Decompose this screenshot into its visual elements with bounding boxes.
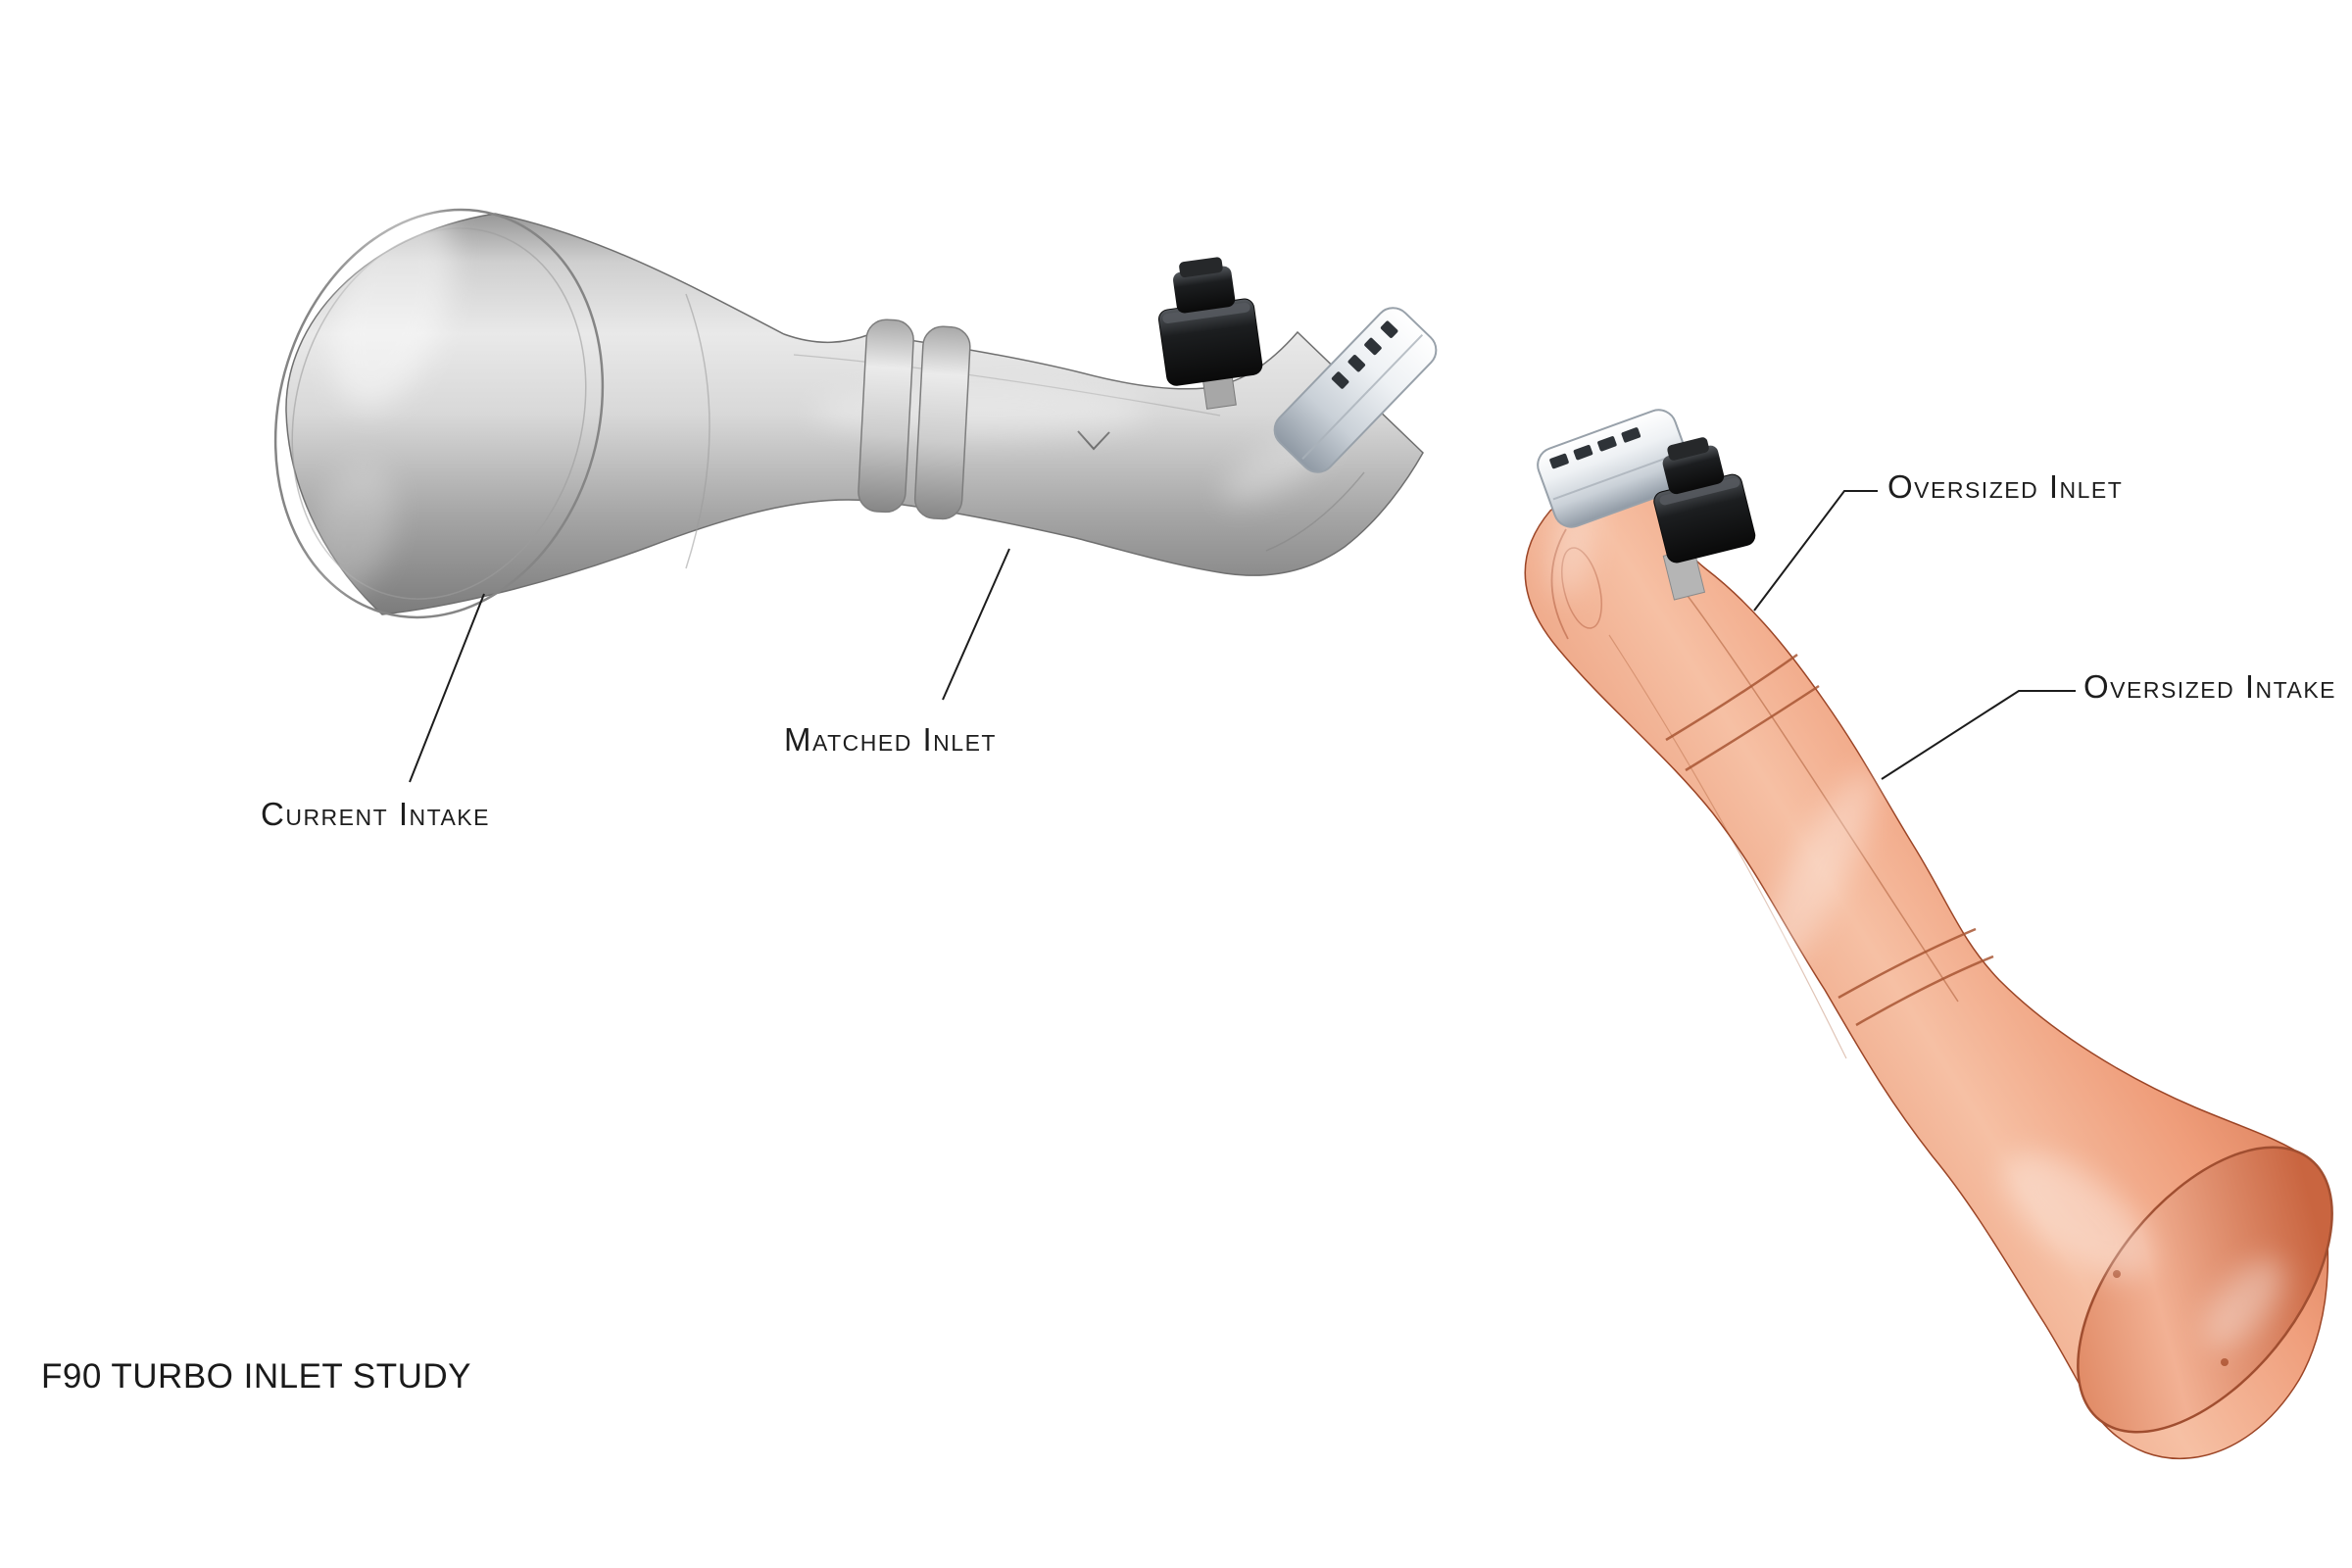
tube-tangent-line [1675,579,1959,1003]
leader-current-intake [409,593,485,783]
sensor-fitting-oversized [1653,437,1756,601]
sensor-cap [1173,266,1236,314]
label-oversized-intake: Oversized Intake [2083,668,2337,705]
callout-leader-lines [409,490,2076,783]
bell-highlight [2003,1152,2152,1278]
funnel-highlight-lower [311,462,395,597]
current-intake-bellmouth-rim [273,208,605,619]
bell-dimple [2221,1358,2229,1366]
leader-matched-inlet [942,548,1010,701]
leader-oversized-intake [1881,690,2076,780]
funnel-highlight [330,200,454,408]
funnel-contour-line [685,293,710,569]
label-current-intake: Current Intake [261,796,490,832]
elbow-seam-line [1265,471,1365,552]
sensor-cap-top [1179,257,1223,278]
oversized-intake-pipe [1524,409,2333,1460]
chrome-coupler-current [1273,307,1438,473]
current-intake-bellmouth-bore [291,227,587,600]
tube-tangent-line [793,354,1221,416]
tube-tangent-line [1608,634,1847,1059]
label-oversized-inlet: Oversized Inlet [1887,468,2124,505]
bell-face-highlight [2204,1258,2284,1348]
clamp-ring-current [858,318,971,520]
figure-title: F90 TURBO INLET STUDY [41,1357,472,1396]
sensor-fitting-current [1157,257,1263,410]
sensor-body-highlight [1659,477,1740,506]
sensor-body-highlight [1162,302,1250,323]
leader-oversized-inlet [1753,490,1878,612]
label-matched-inlet: Matched Inlet [784,721,997,758]
tube-highlight [1748,768,1878,996]
mold-v-mark [1077,430,1110,451]
current-intake-pipe [273,200,1438,619]
sensor-cap-top [1667,437,1709,461]
clamp-ring-lines-oversized [1665,653,1994,1027]
